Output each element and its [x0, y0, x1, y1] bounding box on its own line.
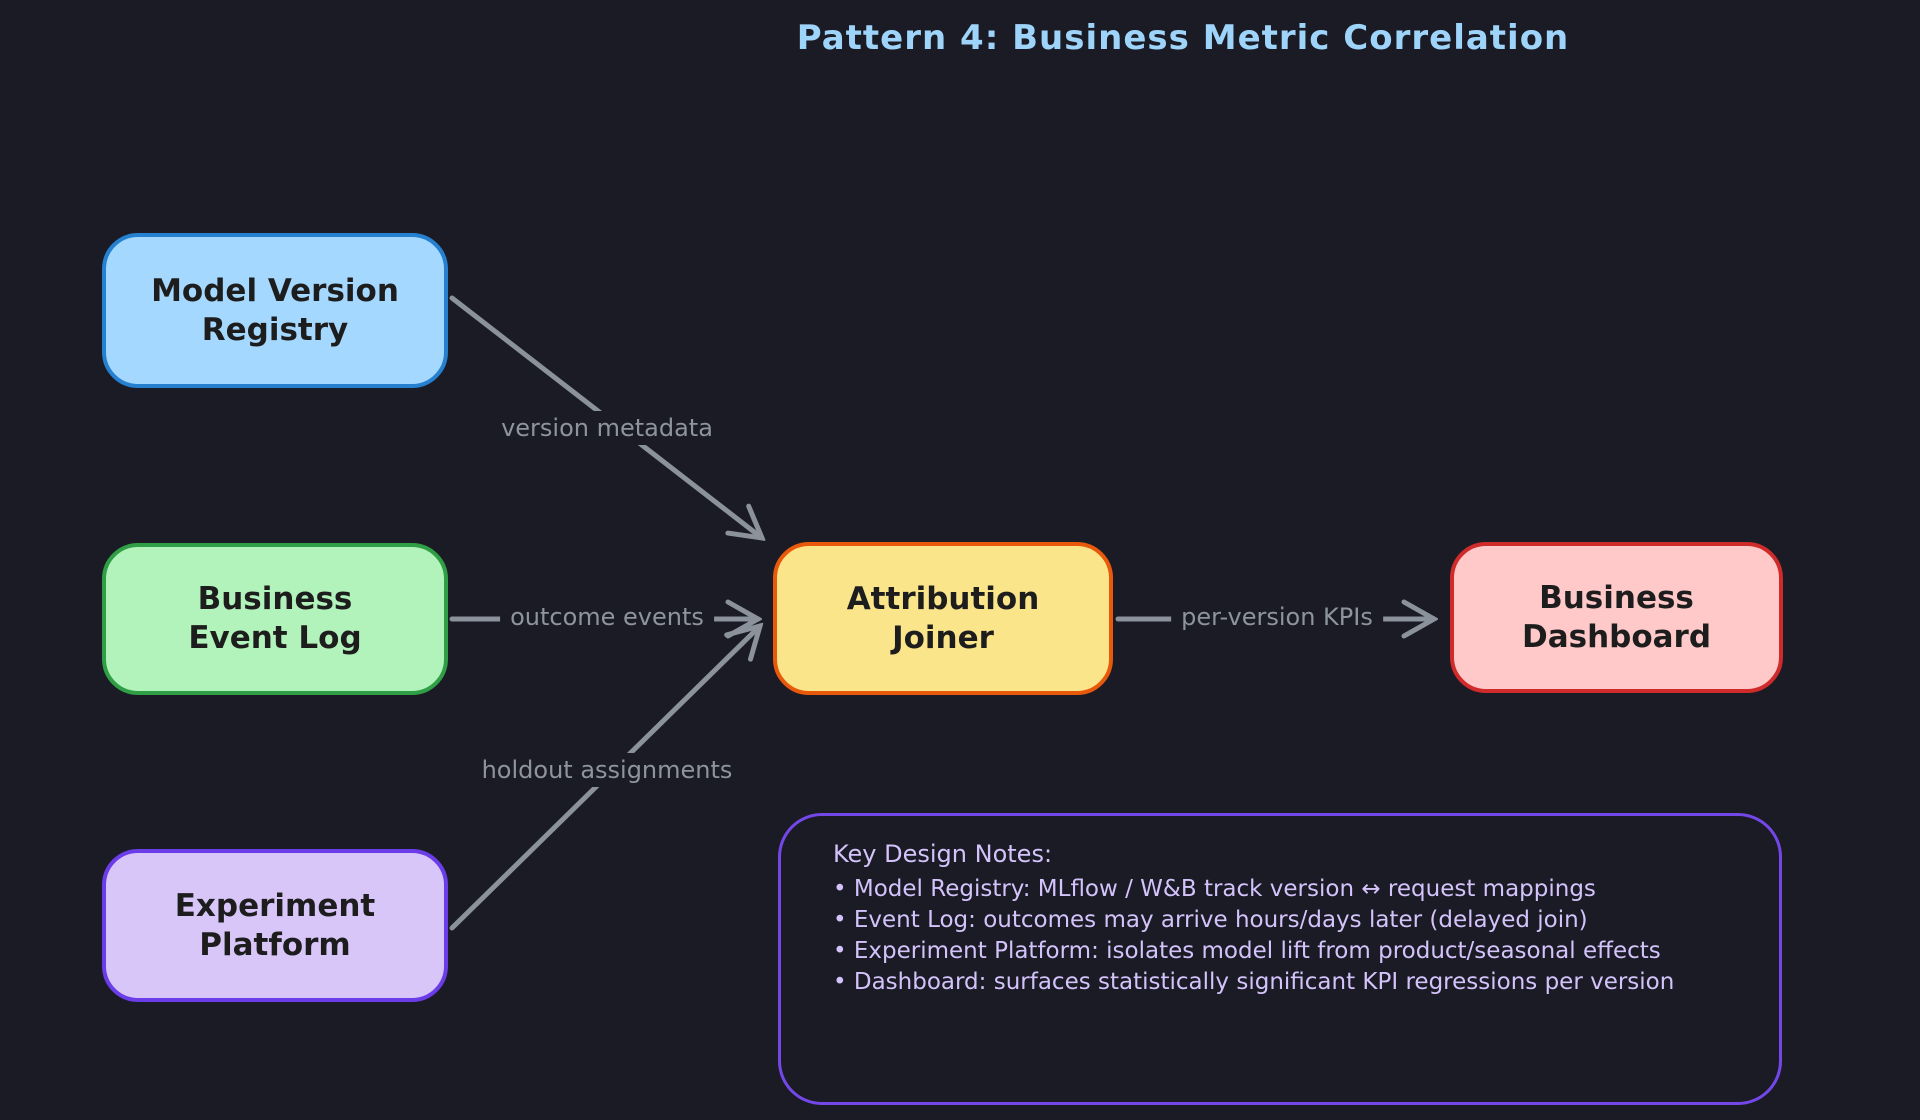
node-label-line: Platform — [199, 926, 351, 963]
notes-item: • Model Registry: MLflow / W&B track ver… — [833, 876, 1596, 902]
node-model-version-registry: Model Version Registry — [102, 233, 448, 388]
node-label-line: Business — [1539, 579, 1694, 616]
node-business-event-log: Business Event Log — [102, 543, 448, 695]
node-experiment-platform: Experiment Platform — [102, 849, 448, 1002]
edge-label-version-metadata: version metadata — [491, 411, 723, 445]
notes-list: • Model Registry: MLflow / W&B track ver… — [833, 874, 1749, 998]
node-attribution-joiner: Attribution Joiner — [773, 542, 1113, 695]
notes-item: • Experiment Platform: isolates model li… — [833, 938, 1661, 964]
node-label-line: Joiner — [892, 619, 994, 656]
edge-label-holdout-assignments: holdout assignments — [471, 753, 743, 787]
notes-item: • Dashboard: surfaces statistically sign… — [833, 969, 1675, 995]
node-label-line: Model Version — [151, 272, 399, 309]
node-label-line: Attribution — [846, 580, 1040, 617]
edge-label-outcome-events: outcome events — [500, 600, 714, 634]
node-label-line: Experiment — [174, 887, 376, 924]
node-label-line: Dashboard — [1521, 618, 1712, 655]
notes-item: • Event Log: outcomes may arrive hours/d… — [833, 907, 1588, 933]
node-label-line: Event Log — [188, 620, 362, 656]
diagram-title: Pattern 4: Business Metric Correlation — [796, 18, 1570, 58]
notes-title: Key Design Notes: — [833, 840, 1053, 868]
node-label-line: Registry — [201, 311, 349, 348]
node-business-dashboard: Business Dashboard — [1450, 542, 1783, 693]
key-design-notes-box: Key Design Notes: • Model Registry: MLfl… — [778, 813, 1782, 1105]
edge-label-per-version-kpis: per-version KPIs — [1171, 600, 1383, 634]
node-label-line: Business — [197, 581, 353, 618]
